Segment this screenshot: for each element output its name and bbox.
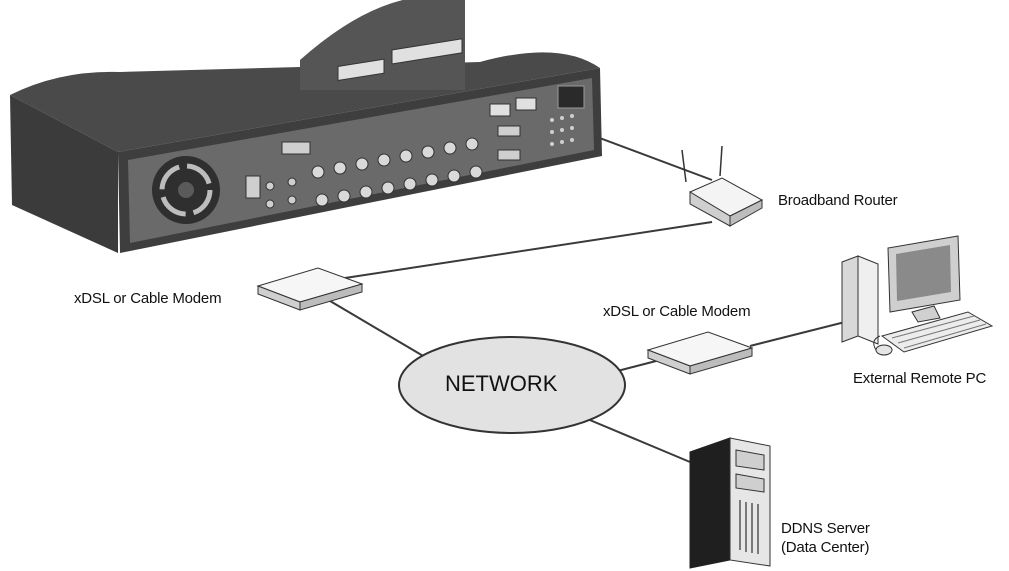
router-icon: [681, 145, 764, 227]
ddns-label-line2: (Data Center): [781, 539, 870, 556]
dvr-device: [10, 0, 602, 253]
line-router-modem: [344, 221, 713, 279]
line-modem-network: [324, 297, 431, 361]
network-label: NETWORK: [445, 371, 558, 396]
remote-pc-icon: [841, 235, 994, 356]
network-cloud: [398, 336, 626, 434]
modem-left-label: xDSL or Cable Modem: [74, 290, 222, 307]
connection-lines: [324, 111, 846, 463]
ddns-label-line1: DDNS Server: [781, 520, 870, 537]
fan-icon: [152, 156, 220, 224]
modem-right-label: xDSL or Cable Modem: [603, 303, 751, 320]
line-network-server: [584, 417, 691, 463]
line-modem2-pc: [749, 321, 846, 347]
server-tower-icon: [689, 437, 771, 569]
router-label: Broadband Router: [778, 192, 898, 209]
remote-pc-label: External Remote PC: [853, 370, 987, 387]
modem-icon-left: [256, 267, 364, 311]
modem-icon-right: [646, 331, 754, 375]
